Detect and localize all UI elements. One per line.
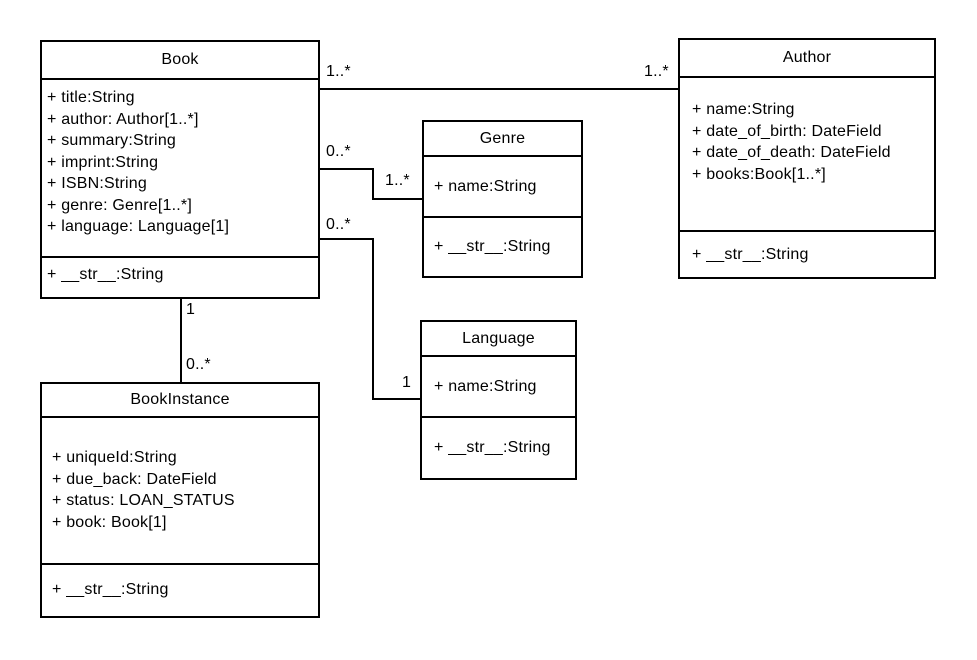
class-name-genre: Genre	[424, 122, 581, 157]
class-name-language: Language	[422, 322, 575, 357]
attribute-line: + book: Book[1]	[52, 513, 167, 531]
multiplicity-book-author-near-book: 1..*	[326, 63, 351, 80]
attribute-line: + summary:String	[47, 132, 177, 149]
association-book-bookinstance-line	[180, 299, 182, 382]
association-book-genre-line-v	[372, 168, 374, 200]
class-box-bookinstance: BookInstance + uniqueId:String + due_bac…	[40, 382, 320, 618]
multiplicity-book-language-near-language: 1	[402, 374, 412, 391]
association-book-language-line-h1	[320, 238, 374, 240]
attribute-line: + ISBN:String	[47, 175, 147, 192]
attribute-line: + genre: Genre[1..*]	[47, 196, 192, 214]
class-box-language: Language + name:String + __str__:String	[420, 320, 577, 480]
multiplicity-book-language-near-book: 0..*	[326, 216, 351, 233]
association-book-language-line-h2	[372, 398, 420, 400]
attribute-line: + status: LOAN_STATUS	[52, 492, 235, 509]
attribute-line: + language: Language[1]	[47, 218, 230, 235]
method-line: + __str__:String	[692, 246, 809, 263]
multiplicity-book-author-near-author: 1..*	[644, 63, 669, 80]
class-box-book: Book + title:String + author: Author[1..…	[40, 40, 320, 299]
attribute-line: + author: Author[1..*]	[47, 110, 199, 128]
attribute-line: + name:String	[434, 377, 537, 395]
class-methods-book: + __str__:String	[42, 258, 318, 286]
attribute-line: + name:String	[434, 177, 537, 195]
class-name-book: Book	[42, 42, 318, 80]
multiplicity-book-genre-near-book: 0..*	[326, 143, 351, 160]
class-methods-language: + __str__:String	[422, 418, 575, 478]
class-name-author: Author	[680, 40, 934, 78]
association-book-genre-line-h1	[320, 168, 374, 170]
class-methods-author: + __str__:String	[680, 232, 934, 266]
attribute-line: + imprint:String	[47, 153, 159, 171]
association-book-genre-line-h2	[372, 198, 422, 200]
class-attributes-bookinstance: + uniqueId:String + due_back: DateField …	[42, 418, 318, 565]
class-box-genre: Genre + name:String + __str__:String	[422, 120, 583, 278]
class-attributes-book: + title:String + author: Author[1..*] + …	[42, 80, 318, 258]
association-book-author-line	[320, 88, 678, 90]
class-methods-genre: + __str__:String	[424, 218, 581, 276]
attribute-line: + books:Book[1..*]	[692, 165, 826, 183]
class-methods-bookinstance: + __str__:String	[42, 565, 318, 601]
multiplicity-book-genre-near-genre: 1..*	[385, 172, 410, 189]
class-attributes-genre: + name:String	[424, 157, 581, 218]
class-attributes-language: + name:String	[422, 357, 575, 418]
multiplicity-book-bookinstance-near-bookinstance: 0..*	[186, 356, 211, 373]
attribute-line: + due_back: DateField	[52, 470, 217, 488]
class-attributes-author: + name:String + date_of_birth: DateField…	[680, 78, 934, 232]
class-name-bookinstance: BookInstance	[42, 384, 318, 418]
attribute-line: + date_of_death: DateField	[692, 144, 891, 161]
class-box-author: Author + name:String + date_of_birth: Da…	[678, 38, 936, 279]
multiplicity-book-bookinstance-near-book: 1	[186, 301, 196, 318]
association-book-language-line-v	[372, 238, 374, 400]
attribute-line: + date_of_birth: DateField	[692, 122, 882, 140]
attribute-line: + title:String	[47, 89, 135, 106]
method-line: + __str__:String	[434, 439, 551, 457]
attribute-line: + uniqueId:String	[52, 449, 177, 466]
attribute-line: + name:String	[692, 101, 795, 118]
method-line: + __str__:String	[52, 581, 169, 598]
method-line: + __str__:String	[434, 238, 551, 256]
method-line: + __str__:String	[47, 266, 164, 283]
